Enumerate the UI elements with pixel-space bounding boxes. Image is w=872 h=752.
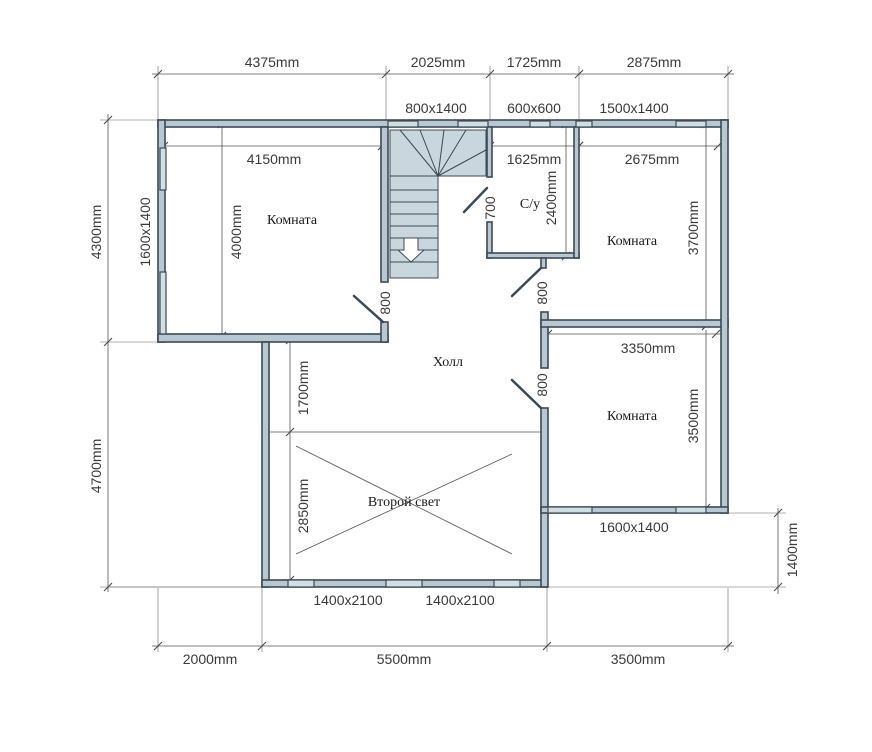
outer-dimension-lines [100,66,786,652]
window-room2-a [575,120,593,128]
label-door-room1: 800 [377,291,393,315]
label-window-room2: 1500x1400 [599,100,669,116]
door-room1 [352,294,385,324]
label-door-wc: 700 [482,196,498,220]
label-door-room2: 800 [534,281,550,305]
dim-right-extra: 1400mm [784,523,800,577]
window-room1-left-b [159,271,167,335]
door-wc [462,186,489,214]
room-label-void: Второй свет [368,495,440,510]
label-window-room1: 1600x1400 [137,197,153,267]
label-door-room3: 800 [534,373,550,397]
dim-top-3: 1725mm [507,54,561,70]
room-label-wc: С/у [520,197,540,212]
dim-left-2: 4700mm [88,439,104,493]
room-label-2: Комната [607,234,658,249]
dim-void-depth: 2850mm [295,479,311,533]
door-room3 [510,378,543,410]
doors [352,186,543,410]
window-bottom-a [287,579,315,588]
dim-top-2: 2025mm [411,54,465,70]
dim-top-1: 4375mm [245,54,299,70]
dim-hall-depth: 1700mm [295,361,311,415]
room-label-hall: Холл [433,355,463,370]
dim-room2-depth: 3700mm [685,201,701,255]
dim-left-1: 4300mm [88,205,104,259]
dim-room3-depth: 3500mm [685,389,701,443]
window-wc [529,120,551,128]
dim-wc-width: 1625mm [507,151,561,167]
dim-room1-depth: 4000mm [228,205,244,259]
dim-bottom-3: 3500mm [611,651,665,667]
label-window-wc: 600x600 [507,100,561,116]
label-window-bottom-a: 1400x2100 [313,592,383,608]
arrow-down-icon [396,237,426,263]
window-room3-b [675,506,707,514]
dim-room3-width: 3350mm [621,340,675,356]
door-room2 [510,266,543,298]
window-stair-b [457,120,489,128]
dim-bottom-2: 5500mm [377,651,431,667]
label-window-room3: 1600x1400 [599,519,669,535]
windows [159,120,707,588]
staircase [389,129,487,279]
dim-room1-width: 4150mm [247,151,301,167]
room-label-1: Комната [267,213,318,228]
window-bottom-c [493,579,521,588]
dim-room2-width: 2675mm [625,151,679,167]
label-window-bottom-b: 1400x2100 [425,592,495,608]
window-room2-b [675,120,707,128]
window-bottom-b [385,579,423,588]
window-room3-a [547,506,593,514]
dim-wc-depth: 2400mm [543,171,559,225]
dim-top-4: 2875mm [627,54,681,70]
window-stair [387,120,419,128]
dim-bottom-1: 2000mm [183,651,237,667]
label-window-stair: 800x1400 [405,100,467,116]
room-label-3: Комната [607,409,658,424]
double-height-void [295,445,513,555]
window-room1-left [159,147,167,191]
